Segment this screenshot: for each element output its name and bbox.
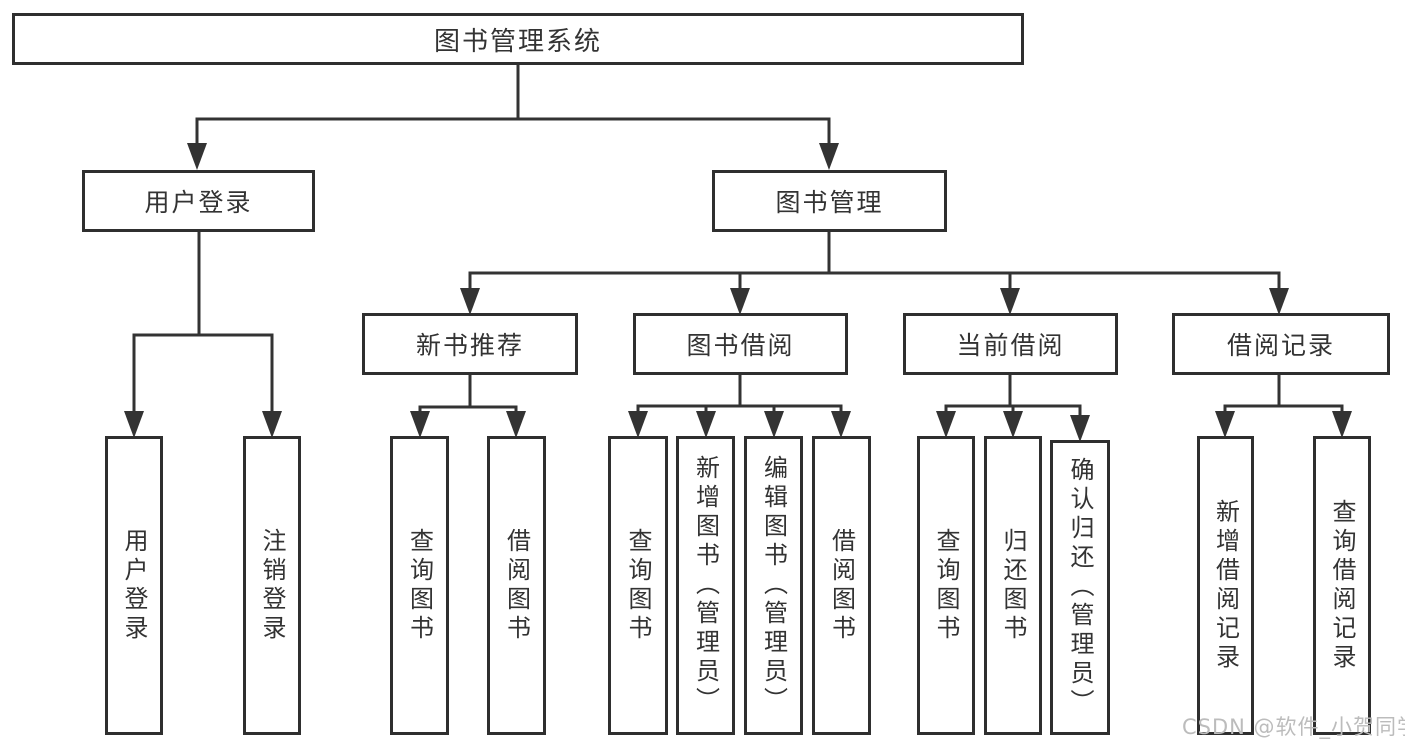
arrowhead-icon: [410, 411, 430, 438]
arrowhead-icon: [1000, 288, 1020, 315]
arrowhead-icon: [764, 411, 784, 438]
leaf-user-login: 用户登录: [105, 436, 163, 735]
arrowhead-icon: [1269, 288, 1289, 315]
leaf-current-query-books-label: 查询图书: [932, 527, 960, 644]
arrowhead-icon: [936, 411, 956, 438]
node-borrow-record-label: 借阅记录: [1226, 331, 1335, 360]
arrowhead-icon: [262, 411, 282, 438]
arrowhead-icon: [187, 143, 207, 170]
leaf-borrow-borrow-books-label: 借阅图书: [827, 527, 856, 644]
node-book-borrow: 图书借阅: [633, 313, 848, 375]
node-borrow-record: 借阅记录: [1172, 313, 1390, 375]
leaf-logout: 注销登录: [243, 436, 301, 735]
leaf-current-confirm-return-admin-label: 确认归还（管理员）: [1066, 457, 1094, 718]
leaf-record-query-borrow-record: 查询借阅记录: [1313, 436, 1371, 735]
node-current-borrow: 当前借阅: [903, 313, 1118, 375]
arrowhead-icon: [1215, 411, 1235, 438]
leaf-borrow-add-books-admin-label: 新增图书（管理员）: [691, 455, 720, 716]
leaf-record-add-borrow-record-label: 新增借阅记录: [1211, 498, 1240, 673]
arrowhead-icon: [124, 411, 144, 438]
arrowhead-icon: [831, 411, 851, 438]
node-book-management-label: 图书管理: [775, 188, 884, 217]
node-new-book-recommend: 新书推荐: [362, 313, 578, 375]
node-book-borrow-label: 图书借阅: [686, 331, 795, 360]
node-book-management: 图书管理: [712, 170, 947, 232]
arrowhead-icon: [460, 288, 480, 315]
node-current-borrow-label: 当前借阅: [956, 331, 1065, 360]
leaf-newbook-query-books: 查询图书: [390, 436, 449, 735]
arrowhead-icon: [628, 411, 648, 438]
arrowhead-icon: [730, 288, 750, 315]
leaf-borrow-add-books-admin: 新增图书（管理员）: [676, 436, 735, 735]
leaf-logout-label: 注销登录: [258, 527, 286, 644]
leaf-current-query-books: 查询图书: [917, 436, 975, 735]
leaf-newbook-query-books-label: 查询图书: [405, 527, 434, 644]
arrowhead-icon: [819, 143, 839, 170]
node-user-login-group: 用户登录: [82, 170, 315, 232]
node-user-login-group-label: 用户登录: [144, 188, 253, 217]
leaf-borrow-borrow-books: 借阅图书: [812, 436, 871, 735]
node-root-system: 图书管理系统: [12, 13, 1024, 65]
node-new-book-recommend-label: 新书推荐: [415, 331, 524, 360]
leaf-current-confirm-return-admin: 确认归还（管理员）: [1050, 440, 1110, 735]
arrowhead-icon: [1003, 411, 1023, 438]
leaf-current-return-books: 归还图书: [984, 436, 1042, 735]
arrowhead-icon: [1332, 411, 1352, 438]
leaf-borrow-edit-books-admin: 编辑图书（管理员）: [744, 436, 803, 735]
leaf-borrow-query-books: 查询图书: [608, 436, 668, 735]
csdn-watermark: CSDN @软件_小贺同学: [1182, 715, 1405, 739]
node-root-label: 图书管理系统: [433, 26, 602, 57]
leaf-newbook-borrow-books-label: 借阅图书: [502, 527, 531, 644]
leaf-current-return-books-label: 归还图书: [999, 527, 1027, 644]
arrowhead-icon: [1070, 415, 1090, 442]
leaf-user-login-label: 用户登录: [120, 527, 148, 644]
leaf-record-add-borrow-record: 新增借阅记录: [1197, 436, 1254, 735]
leaf-record-query-borrow-record-label: 查询借阅记录: [1328, 498, 1356, 673]
leaf-borrow-query-books-label: 查询图书: [624, 527, 652, 644]
arrowhead-icon: [696, 411, 716, 438]
leaf-borrow-edit-books-admin-label: 编辑图书（管理员）: [759, 455, 788, 716]
leaf-newbook-borrow-books: 借阅图书: [487, 436, 546, 735]
arrowhead-icon: [506, 411, 526, 438]
